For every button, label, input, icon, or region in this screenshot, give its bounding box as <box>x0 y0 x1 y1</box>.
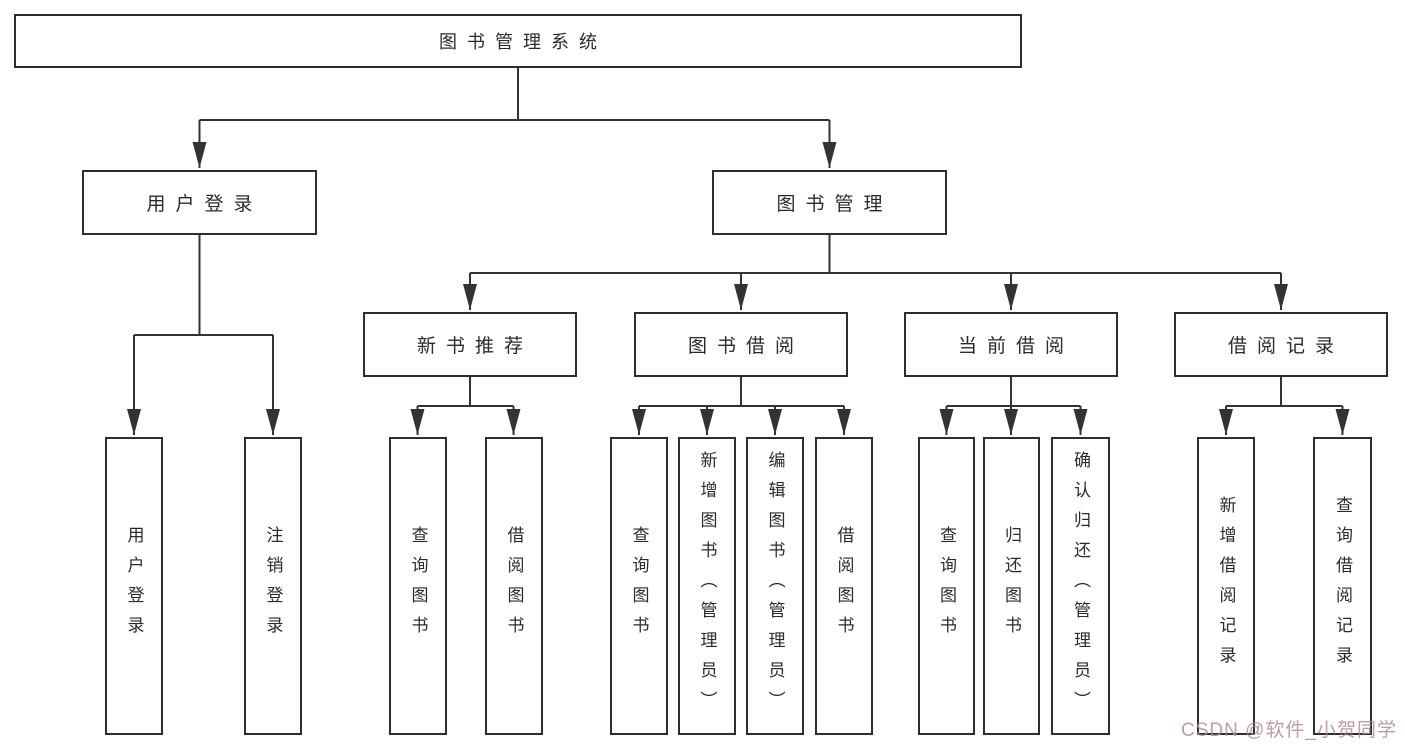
node-label: 借阅图书 <box>504 526 524 646</box>
node-label: 图书借阅 <box>687 336 804 357</box>
node-label: 注销登录 <box>263 526 283 646</box>
node-label: 用户登录 <box>146 194 263 215</box>
node-label: 新增图书（管理员） <box>697 451 717 721</box>
node-label: 查询图书 <box>937 526 956 646</box>
node-library-system-root: 图书管理系统 <box>14 14 1022 68</box>
node-borrow-records: 借阅记录 <box>1174 312 1388 377</box>
leaf-confirm-return-admin: 确认归还（管理员） <box>1051 437 1110 735</box>
leaf-add-books-admin: 新增图书（管理员） <box>678 437 736 735</box>
node-label: 借阅图书 <box>834 526 854 646</box>
node-label: 新增借阅记录 <box>1216 496 1236 676</box>
leaf-user-login: 用户登录 <box>105 437 163 735</box>
node-current-borrow: 当前借阅 <box>904 312 1118 377</box>
node-label: 图书管理 <box>776 194 893 215</box>
leaf-query-books-borrow: 查询图书 <box>610 437 668 735</box>
leaf-return-books: 归还图书 <box>983 437 1040 735</box>
leaf-query-borrow-record: 查询借阅记录 <box>1313 437 1372 735</box>
leaf-edit-books-admin: 编辑图书（管理员） <box>746 437 804 735</box>
leaf-query-books-current: 查询图书 <box>918 437 975 735</box>
node-label: 查询图书 <box>408 526 428 646</box>
node-label: 归还图书 <box>1002 526 1021 646</box>
node-label: 查询借阅记录 <box>1333 496 1352 676</box>
csdn-watermark: CSDN @软件_小贺同学 <box>1181 720 1397 741</box>
node-label: 确认归还（管理员） <box>1071 451 1090 721</box>
node-new-book-recommend: 新书推荐 <box>363 312 577 377</box>
leaf-borrow-books-recommend: 借阅图书 <box>485 437 543 735</box>
node-label: 借阅记录 <box>1227 336 1344 357</box>
node-label: 查询图书 <box>629 526 649 646</box>
node-book-management: 图书管理 <box>712 170 947 235</box>
node-label: 当前借阅 <box>957 336 1074 357</box>
node-label: 新书推荐 <box>416 336 533 357</box>
leaf-borrow-books: 借阅图书 <box>815 437 873 735</box>
node-label: 用户登录 <box>124 526 144 646</box>
node-label: 图书管理系统 <box>439 32 607 52</box>
node-book-borrow: 图书借阅 <box>634 312 848 377</box>
node-label: 编辑图书（管理员） <box>765 451 785 721</box>
leaf-add-borrow-record: 新增借阅记录 <box>1197 437 1255 735</box>
leaf-query-books-recommend: 查询图书 <box>389 437 447 735</box>
leaf-logout: 注销登录 <box>244 437 302 735</box>
node-user-login: 用户登录 <box>82 170 317 235</box>
